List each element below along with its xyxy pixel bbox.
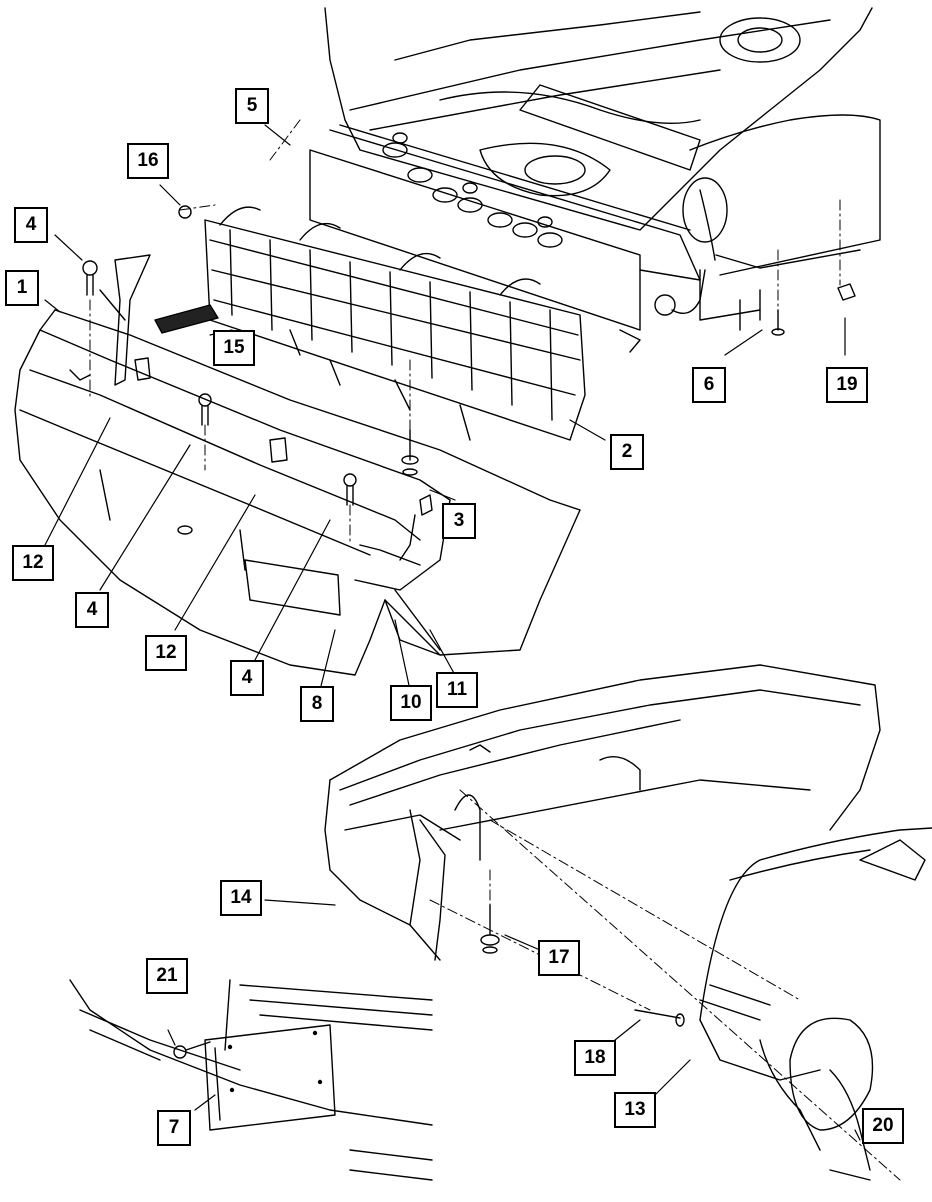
assembly-lines <box>89 119 901 1181</box>
callout-5: 5 <box>235 88 269 124</box>
callout-11: 11 <box>436 672 478 708</box>
upper-fascia <box>14 254 581 676</box>
callout-13: 13 <box>614 1092 656 1128</box>
callout-1: 1 <box>5 270 39 306</box>
callout-17: 17 <box>538 940 580 976</box>
plate-bracket-shape <box>154 304 219 334</box>
callout-7: 7 <box>157 1110 191 1146</box>
callout-15: 15 <box>213 330 255 366</box>
vehicle-rear-body <box>309 7 881 353</box>
callout-10: 10 <box>390 685 432 721</box>
callout-20: 20 <box>862 1108 904 1144</box>
callout-19: 19 <box>826 367 868 403</box>
callout-12-left: 12 <box>12 545 54 581</box>
lower-fascia <box>324 664 881 961</box>
rear-quarter-panel <box>699 827 932 1171</box>
callout-4-mid: 4 <box>75 592 109 628</box>
callout-3: 3 <box>442 503 476 539</box>
callout-4-low: 4 <box>230 660 264 696</box>
callout-6: 6 <box>692 367 726 403</box>
callout-2: 2 <box>610 434 644 470</box>
callout-14: 14 <box>220 880 262 916</box>
fasteners <box>82 205 871 1181</box>
callout-18: 18 <box>574 1040 616 1076</box>
callout-8: 8 <box>300 686 334 722</box>
callout-12-center: 12 <box>145 635 187 671</box>
callout-4-top: 4 <box>14 207 48 243</box>
callout-16: 16 <box>127 143 169 179</box>
energy-absorber <box>204 206 586 441</box>
license-plate-inset <box>69 979 433 1181</box>
leader-lines <box>44 124 861 1141</box>
callout-21: 21 <box>146 958 188 994</box>
